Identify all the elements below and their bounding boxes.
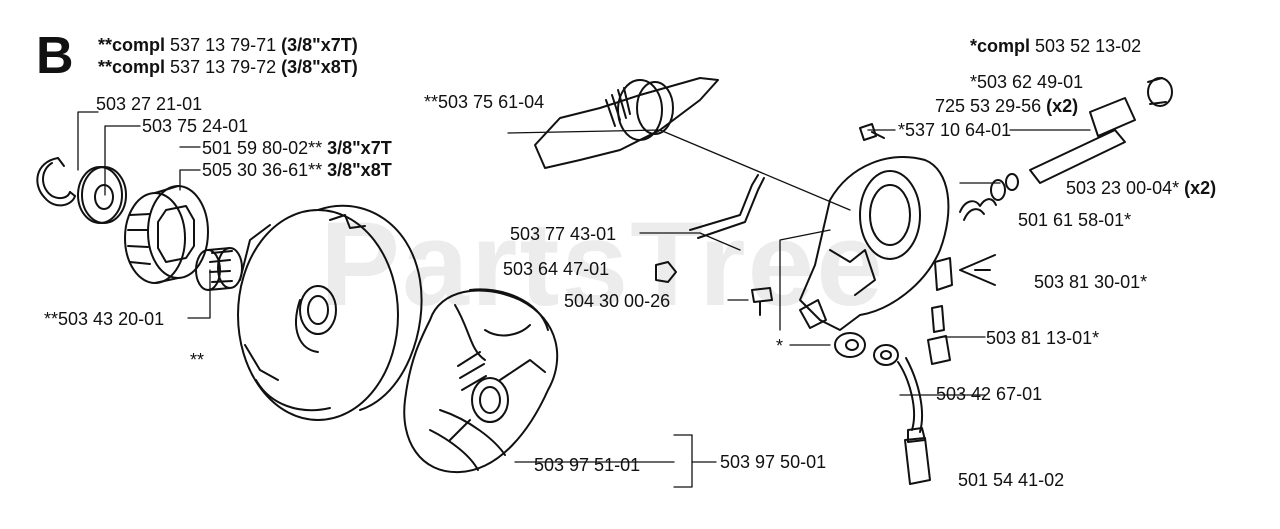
part-504-30-00-26: 504 30 00-26 (564, 291, 671, 311)
spring-washers (959, 173, 1019, 221)
watermark: PartsTree™ (320, 197, 900, 331)
part-503-43-20-01: **503 43 20-01 (44, 309, 165, 329)
part-503-27-21-01: 503 27 21-01 (96, 94, 203, 114)
part-503-23-00-04: 503 23 00-04* (x2) (1066, 178, 1217, 198)
part-503-81-30-01: 503 81 30-01* (1034, 272, 1148, 292)
small-screw (859, 123, 885, 141)
oil-pipe (655, 174, 765, 283)
clutch-shoes (403, 288, 559, 474)
part-503-97-51-01: 503 97 51-01 (534, 455, 641, 475)
part-503-64-47-01: 503 64 47-01 (503, 259, 610, 279)
part-503-97-50-01: 503 97 50-01 (720, 452, 827, 472)
worm-gear (534, 77, 719, 169)
part-503-81-13-01: 503 81 13-01* (986, 328, 1100, 348)
part-537-10-64-01: *537 10 64-01 (898, 120, 1012, 140)
part-505-30-36-61: 505 30 36-61** 3/8"x8T (202, 160, 392, 180)
oil-hose (873, 344, 931, 485)
oil-pump-housing (799, 155, 953, 358)
double-asterisk-note: ** (190, 350, 205, 370)
arrow-mark (959, 254, 996, 286)
part-503-75-61-04: **503 75 61-04 (424, 92, 545, 112)
part-501-54-41-02: 501 54 41-02 (958, 470, 1065, 490)
pump-piston (1029, 77, 1173, 184)
compl-pump: *compl 503 52 13-02 (970, 36, 1142, 56)
part-503-77-43-01: 503 77 43-01 (510, 224, 617, 244)
part-503-42-67-01: 503 42 67-01 (936, 384, 1043, 404)
section-letter: B (36, 27, 74, 85)
asterisk-note: * (776, 336, 784, 356)
clutch-drum (237, 204, 423, 421)
nipple (927, 305, 951, 365)
part-503-62-49-01: *503 62 49-01 (970, 72, 1084, 92)
washer (77, 166, 127, 224)
needle-bearing (195, 247, 243, 291)
part-503-75-24-01: 503 75 24-01 (142, 116, 249, 136)
part-501-59-80-02: 501 59 80-02** 3/8"x7T (202, 138, 392, 158)
compl-8t: **compl 537 13 79-72 (3/8"x8T) (98, 57, 358, 77)
part-725-53-29-56: 725 53 29-56 (x2) (935, 96, 1079, 116)
retaining-clip (36, 157, 76, 207)
screw (751, 287, 773, 316)
compl-7t: **compl 537 13 79-71 (3/8"x7T) (98, 35, 358, 55)
rim-sprocket (124, 185, 209, 284)
part-501-61-58-01: 501 61 58-01* (1018, 210, 1132, 230)
